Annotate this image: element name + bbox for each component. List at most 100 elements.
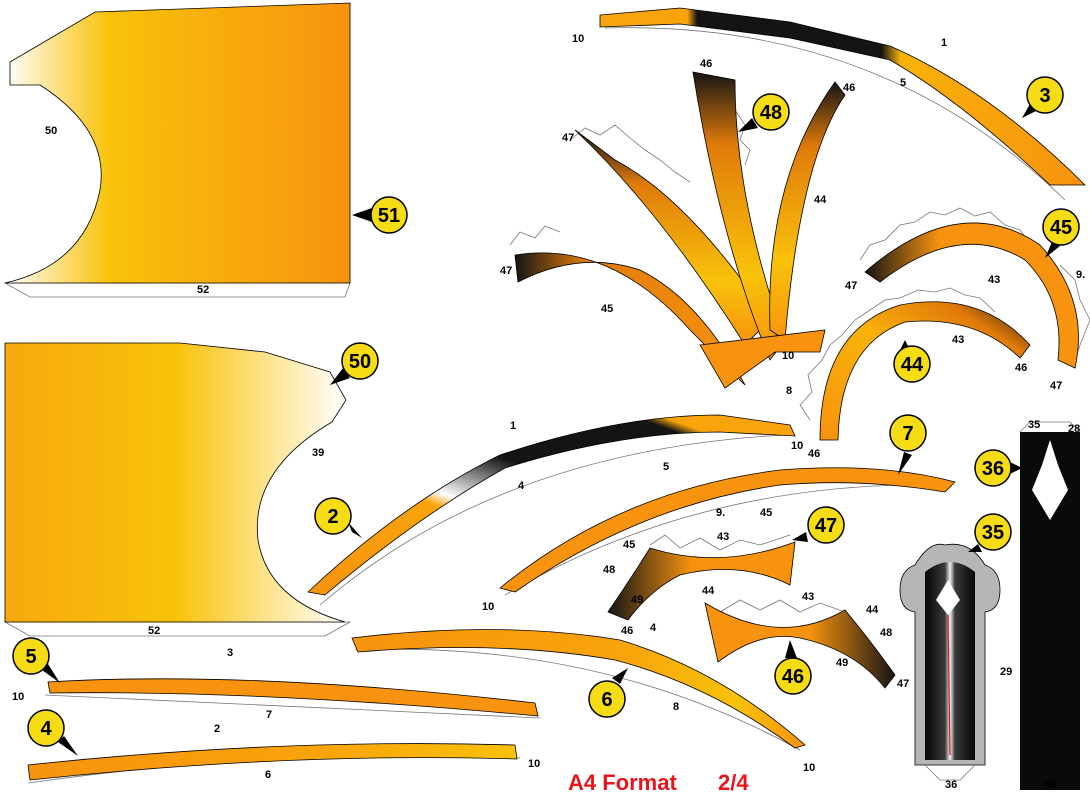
bow-46	[704, 599, 896, 689]
badge-35-text: 35	[982, 522, 1004, 544]
strip-5	[44, 678, 541, 719]
badge-35: 35	[968, 513, 1012, 552]
label-52-bottom: 52	[148, 625, 160, 637]
badge-4-text: 4	[40, 718, 52, 740]
arc-44-glue	[799, 287, 996, 421]
label-46-fan-top: 46	[700, 58, 712, 70]
strip-4-shape	[27, 743, 518, 781]
bow-47-glue	[649, 534, 791, 551]
label-47-fan-left: 47	[500, 265, 512, 277]
badge-44-text: 44	[901, 354, 924, 376]
label-46-fan-right: 46	[843, 82, 855, 94]
strip-6-glue	[354, 648, 801, 751]
label-46-arc44: 46	[1015, 362, 1027, 374]
label-47-arc45: 47	[845, 280, 857, 292]
badge-46: 46	[774, 640, 812, 695]
glue-tab-52-bottom	[3, 621, 352, 637]
label-50-edge: 50	[45, 125, 57, 137]
feather-mid-left	[574, 129, 771, 346]
label-3-strip5: 3	[227, 647, 233, 659]
footer-format: A4 Format	[568, 770, 677, 795]
badge-3: 3	[1022, 76, 1064, 118]
badge-4: 4	[27, 709, 78, 756]
badge-51-text: 51	[378, 205, 400, 227]
label-47-bow46: 47	[897, 678, 909, 690]
badge-50-text: 50	[349, 351, 371, 373]
feather-left	[514, 252, 746, 386]
badge-47: 47	[792, 506, 845, 544]
label-36-capsule: 36	[945, 779, 957, 791]
badge-3-text: 3	[1039, 85, 1050, 107]
badge-51: 51	[352, 196, 408, 234]
strip-4	[27, 743, 521, 784]
label-10-strip2: 10	[791, 440, 803, 452]
label-6-strip4: 6	[265, 769, 271, 781]
piece-35-glue	[924, 764, 976, 781]
feather-fan-48	[509, 71, 846, 389]
label-1-strip3: 1	[941, 37, 947, 49]
piece-35-post	[925, 562, 975, 760]
panel-51-shape	[4, 2, 351, 284]
label-8-arc44: 8	[786, 385, 792, 397]
label-49-bow46: 49	[836, 657, 848, 669]
label-43-arc45: 43	[988, 274, 1000, 286]
piece-36-flame	[1032, 440, 1068, 520]
feather-base	[699, 329, 826, 389]
strip-5-glue	[44, 694, 541, 719]
panel-51	[3, 2, 351, 298]
fan-glue-upper	[734, 109, 751, 166]
label-8-strip6: 8	[673, 701, 679, 713]
part-labels: 50 52 39 52 10 1 5 46 46 47 47 44 45 10 …	[12, 33, 1085, 791]
strip-6	[351, 629, 806, 751]
badge-7: 7	[889, 414, 927, 475]
badge-46-text: 46	[782, 666, 804, 688]
badge-36: 36	[974, 449, 1022, 487]
bow-46-glue	[704, 599, 846, 613]
label-35-post: 35	[1028, 419, 1040, 431]
strip-7	[499, 467, 956, 596]
label-1-strip2: 1	[510, 420, 516, 432]
arc-45-glue-right	[1059, 264, 1090, 361]
badge-48-text: 48	[760, 102, 782, 124]
label-10-strip7: 10	[482, 601, 494, 613]
fan-glue-mid	[569, 124, 691, 183]
strip-3	[599, 7, 1086, 201]
badge-2: 2	[314, 497, 362, 538]
arc-44-shape	[819, 301, 1031, 441]
badges: 51 50 3 48 45 44 2	[12, 76, 1080, 756]
label-45-fan: 45	[601, 303, 613, 315]
label-46-bow47: 46	[621, 625, 633, 637]
label-9-strip7: 9.	[716, 507, 725, 519]
badge-36-text: 36	[982, 458, 1004, 480]
bow-46-shape	[704, 602, 896, 689]
badge-44: 44	[893, 340, 931, 383]
label-48-bow47: 48	[603, 564, 615, 576]
label-5-strip7: 5	[663, 461, 669, 473]
strip-7-glue	[504, 484, 946, 596]
arc-45-glue-top	[859, 207, 1036, 261]
label-10-strip5: 10	[12, 691, 24, 703]
badge-6-text: 6	[601, 689, 612, 711]
badge-5: 5	[12, 637, 60, 683]
label-43-bow46: 43	[802, 591, 814, 603]
glue-tab-52-top	[3, 282, 351, 298]
badge-45: 45	[1042, 208, 1080, 258]
label-9-arc45: 9.	[1076, 269, 1085, 281]
label-29-post: 29	[1000, 666, 1012, 678]
label-48-bow46: 48	[880, 627, 892, 639]
strip-2	[307, 414, 796, 606]
footer: A4 Format 2/4	[568, 770, 749, 795]
badge-6: 6	[588, 668, 628, 718]
label-2-strip4: 2	[214, 723, 220, 735]
label-47-arc45-end: 47	[1050, 380, 1062, 392]
arc-45-shape	[864, 222, 1079, 369]
fan-glue-left	[509, 225, 561, 246]
label-4-strip6: 4	[650, 622, 657, 634]
label-46-arc44-end: 46	[808, 448, 820, 460]
label-45-bow47-left: 45	[623, 539, 635, 551]
label-52-top: 52	[197, 284, 209, 296]
label-45-bow47: 45	[760, 507, 772, 519]
label-4-strip2: 4	[518, 480, 525, 492]
piece-35-redline	[947, 614, 951, 756]
piece-36-glue	[1019, 421, 1081, 433]
